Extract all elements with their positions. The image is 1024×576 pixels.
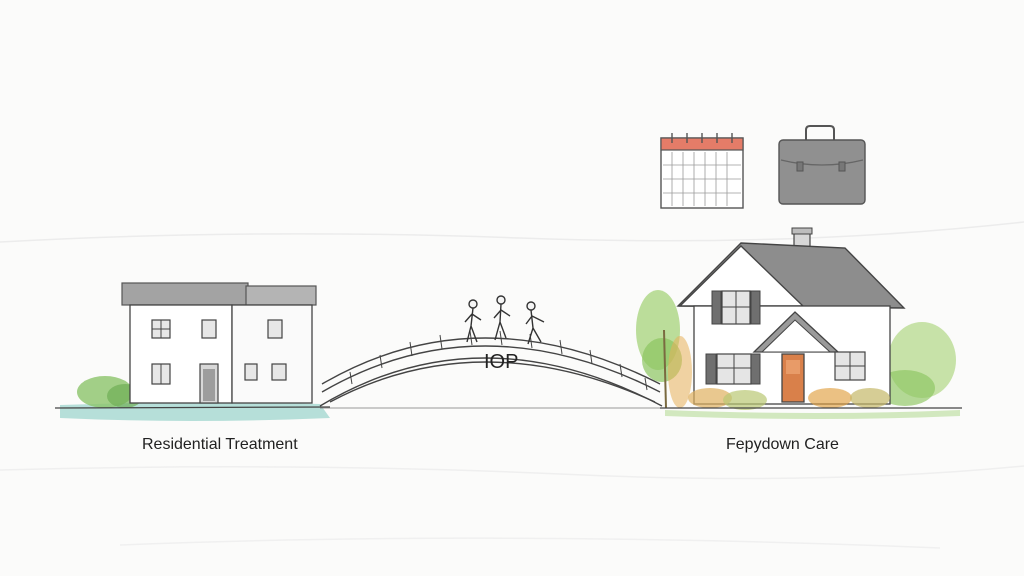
calendar-icon xyxy=(660,133,744,209)
briefcase-icon xyxy=(778,125,866,205)
family-house xyxy=(636,227,962,419)
stepdown-care-label: Fepydown Care xyxy=(726,436,839,453)
residential-building xyxy=(54,282,331,421)
residential-treatment-label: Residential Treatment xyxy=(142,436,298,453)
walking-people-icon xyxy=(464,295,545,345)
iop-label: IOP xyxy=(484,351,519,373)
bridge xyxy=(319,330,663,409)
